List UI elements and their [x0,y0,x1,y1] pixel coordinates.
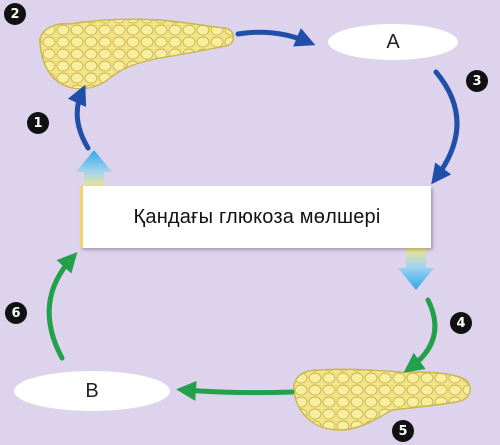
arrow-to-b [176,380,295,401]
arrow-box-to-pancreas-bottom [403,297,438,373]
ellipse-a: А [328,24,458,60]
blood-glucose-box: Қандағы глюкоза мөлшері [80,186,431,248]
arrow-b-to-box [46,252,78,361]
pancreas-top-icon [39,18,235,90]
arrow-a-to-box [431,69,460,185]
ellipse-b-label: В [85,379,99,402]
step-badge-2: 2 [4,3,26,25]
arrow-box-to-pancreas [67,84,91,151]
step-badge-4: 4 [450,312,472,334]
down-block-arrow [398,248,434,290]
step-badge-3: 3 [466,70,488,92]
step-badge-1: 1 [27,112,49,134]
step-badge-6: 6 [5,302,27,324]
pancreas-bottom-icon [293,368,471,431]
ellipse-b: В [14,371,170,411]
step-badge-5: 5 [392,420,414,442]
ellipse-a-label: А [386,30,400,53]
blood-glucose-label: Қандағы глюкоза мөлшері [133,205,381,228]
up-block-arrow [76,150,112,188]
arrow-to-a [235,28,316,47]
